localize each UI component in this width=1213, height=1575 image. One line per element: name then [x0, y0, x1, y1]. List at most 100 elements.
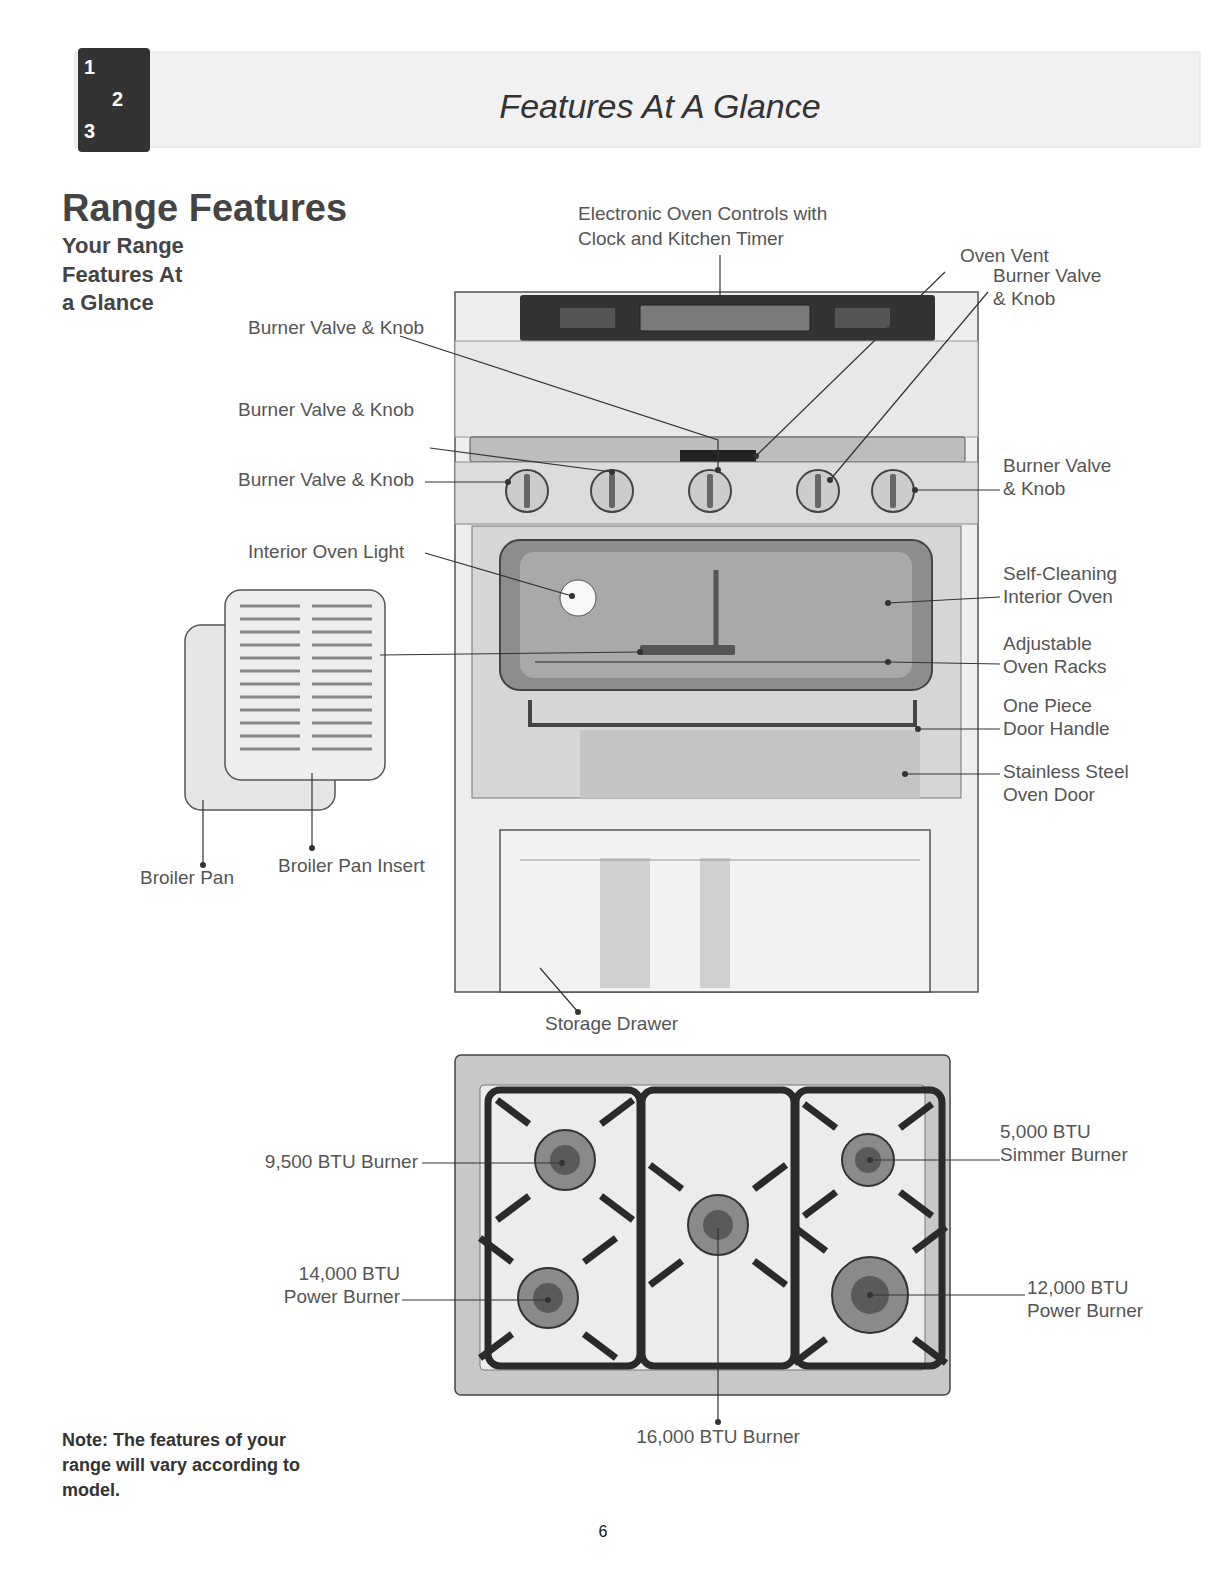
knob-grip: [524, 474, 530, 508]
leader-line: [425, 553, 572, 596]
leader-line: [311, 773, 312, 848]
leader-line: [425, 481, 508, 482]
leader-line: [870, 1159, 1000, 1160]
burner-cap: [550, 1145, 580, 1175]
insert-slot: [240, 631, 300, 634]
leader-dot: [609, 469, 615, 475]
leader-line: [717, 1228, 718, 1422]
leader-dot: [915, 726, 921, 732]
control-pad: [560, 308, 615, 328]
leader-line: [905, 773, 1000, 774]
grate-finger: [754, 1261, 786, 1285]
oven-window: [500, 540, 932, 690]
door-panel: [580, 730, 920, 798]
leader-dot: [885, 659, 891, 665]
leader-line: [870, 1294, 1025, 1295]
part-label: Storage Drawer: [545, 1012, 715, 1035]
knob: [506, 470, 548, 512]
leader-line: [888, 662, 1000, 664]
leader-line: [915, 489, 1000, 490]
part-label: Note: The features of your range will va…: [62, 1428, 334, 1504]
part-label: Interior Oven Light: [248, 540, 448, 563]
grate-finger: [804, 1104, 836, 1128]
drawer-edge: [520, 860, 920, 861]
leader-dot: [717, 297, 723, 303]
insert-slot: [312, 709, 372, 712]
part-label: Burner Valve & Knob: [238, 468, 448, 491]
leader-dot: [753, 453, 759, 459]
grate-finger: [914, 1339, 946, 1363]
part-label: Burner Valve & Knob: [1003, 454, 1125, 500]
leader-line: [918, 728, 1000, 729]
insert-slot: [312, 683, 372, 686]
leader-line: [719, 255, 720, 300]
control-pad: [835, 308, 890, 328]
grate-finger: [584, 1334, 616, 1358]
part-label: Stainless Steel Oven Door: [1003, 760, 1153, 806]
part-label: Oven Vent: [960, 244, 1080, 267]
part-label: 14,000 BTU Power Burner: [250, 1262, 400, 1308]
grate: [488, 1090, 640, 1366]
leader-dot: [545, 1297, 551, 1303]
leader-line: [402, 1299, 548, 1300]
grate-finger: [804, 1192, 836, 1216]
knob-grip: [707, 474, 713, 508]
leader-dot: [867, 1292, 873, 1298]
leader-dot: [569, 593, 575, 599]
insert-slot: [240, 605, 300, 608]
drawer-shade: [600, 858, 650, 988]
part-label: Broiler Pan: [140, 866, 260, 889]
knob-grip: [609, 474, 615, 508]
grate-finger: [900, 1104, 932, 1128]
leader-dot: [637, 649, 643, 655]
grate-finger: [497, 1196, 529, 1220]
insert-slot: [312, 735, 372, 738]
grate-finger: [584, 1238, 616, 1262]
grate-finger: [900, 1192, 932, 1216]
knob-grip: [890, 474, 896, 508]
oven-interior: [520, 552, 912, 678]
cooktop-surface: [480, 1085, 925, 1370]
insert-slot: [240, 735, 300, 738]
grate-finger: [794, 1339, 826, 1363]
part-label: 6: [588, 1522, 618, 1541]
insert-slot: [312, 670, 372, 673]
grate-finger: [480, 1334, 512, 1358]
oven-rack: [535, 661, 890, 663]
insert-slot: [240, 657, 300, 660]
broiler-in-oven: [640, 645, 735, 655]
insert-slot: [240, 709, 300, 712]
leader-dot: [715, 467, 721, 473]
leader-line: [540, 968, 578, 1012]
grate-finger: [650, 1165, 682, 1189]
leader-dot: [827, 477, 833, 483]
part-label: Self-Cleaning Interior Oven: [1003, 562, 1128, 608]
part-label: 5,000 BTU Simmer Burner: [1000, 1120, 1152, 1166]
knob: [872, 470, 914, 512]
leader-dot: [505, 479, 511, 485]
icon-number: 3: [84, 120, 104, 142]
display: [640, 305, 810, 331]
insert-slot: [312, 748, 372, 751]
insert-slot: [312, 644, 372, 647]
control-panel: [520, 295, 935, 341]
part-label: 16,000 BTU Burner: [608, 1425, 828, 1448]
grate-finger: [601, 1100, 633, 1124]
leader-dot: [912, 487, 918, 493]
leader-dot: [559, 1160, 565, 1166]
grate-finger: [480, 1238, 512, 1262]
broiler-pan-insert: [225, 590, 385, 780]
icon-number: 1: [84, 56, 104, 78]
knob: [689, 470, 731, 512]
part-label: 9,500 BTU Burner: [240, 1150, 418, 1173]
leader-dot: [715, 1419, 721, 1425]
grate-finger: [650, 1261, 682, 1285]
icon-number: 2: [112, 88, 132, 110]
insert-slot: [240, 722, 300, 725]
grate-finger: [794, 1227, 826, 1251]
insert-slot: [240, 644, 300, 647]
door-handle: [530, 700, 915, 725]
section-heading: Range Features: [62, 188, 392, 230]
grate-finger: [914, 1227, 946, 1251]
